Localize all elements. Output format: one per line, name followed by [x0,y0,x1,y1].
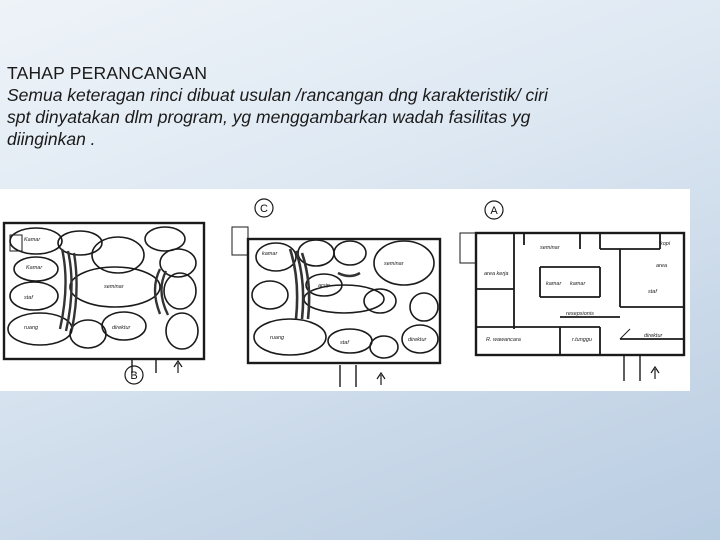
svg-text:kamar: kamar [262,251,278,257]
svg-text:Kamar: Kamar [24,237,41,243]
svg-text:area: area [656,263,667,269]
svg-text:ruang: ruang [24,325,39,331]
svg-text:Kamar: Kamar [26,265,43,271]
svg-text:direktur: direktur [644,333,664,339]
svg-text:ruang: ruang [270,335,285,341]
plan-b [2,221,206,385]
svg-text:kamar: kamar [546,281,562,287]
svg-text:kopi: kopi [660,241,671,247]
svg-text:staf: staf [340,340,349,346]
svg-text:seminar: seminar [384,261,405,267]
svg-text:arsip: arsip [318,283,330,289]
svg-text:R. wawancara: R. wawancara [486,337,521,343]
svg-text:r.tunggu: r.tunggu [572,337,592,343]
svg-text:seminar: seminar [540,245,561,251]
plan-a-marker: A [490,205,498,217]
plan-a [459,200,686,381]
svg-text:area kerja: area kerja [484,271,508,277]
slide-text: TAHAP PERANCANGAN Semua keteragan rinci … [7,62,707,150]
body-line-3: diinginkan . [7,129,96,149]
svg-text:seminar: seminar [104,284,125,290]
body-line-1: Semua keteragan rinci dibuat usulan /ran… [7,85,548,105]
svg-text:staf: staf [24,295,33,301]
svg-text:direktur: direktur [408,337,428,343]
svg-text:staf: staf [648,289,657,295]
floor-plan-figure: Kamar Kamar seminar staf ruang direktur … [0,189,690,391]
svg-text:kamar: kamar [570,281,586,287]
plan-b-marker: B [130,370,137,382]
plan-c-marker: C [260,203,268,215]
body-line-2: spt dinyatakan dlm program, yg menggamba… [7,107,531,127]
slide-title: TAHAP PERANCANGAN [7,63,208,83]
plan-c [231,198,442,387]
floor-plan-sketches: Kamar Kamar seminar staf ruang direktur … [2,198,686,387]
svg-text:resepsionis: resepsionis [566,311,594,317]
svg-text:direktur: direktur [112,325,132,331]
